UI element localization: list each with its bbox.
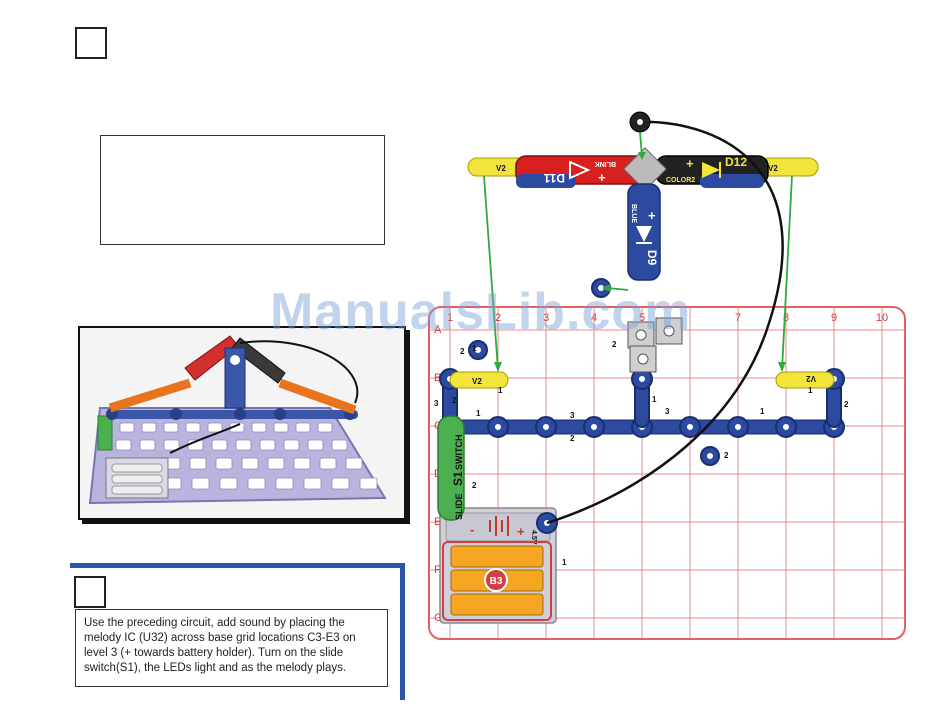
svg-text:V2: V2 [768, 164, 778, 173]
svg-text:V2: V2 [472, 377, 482, 386]
col-label-9: 9 [831, 312, 837, 324]
led-d9: D9 BLUE + [627, 183, 661, 281]
col-label-10: 10 [876, 312, 888, 324]
project-title-box [100, 135, 385, 245]
d9-plus: + [648, 208, 656, 223]
circuit-photo [78, 326, 406, 520]
watermark: ManualsLib.com [270, 283, 692, 341]
subproject-number-box [74, 576, 106, 608]
row-label-E: E [434, 516, 441, 528]
svg-text:2: 2 [452, 396, 457, 405]
svg-text:1: 1 [562, 558, 567, 567]
svg-text:V2: V2 [806, 374, 816, 383]
svg-text:V2: V2 [496, 164, 506, 173]
d12-color-label: COLOR2 [666, 177, 695, 184]
svg-text:1: 1 [652, 395, 657, 404]
col-label-1: 1 [447, 312, 453, 324]
s1-switch-label: SWITCH [454, 435, 464, 471]
level-num: 2 [460, 347, 465, 356]
d11-blink-label: BLINK [595, 160, 616, 167]
svg-text:1: 1 [808, 386, 813, 395]
col-label-2: 2 [495, 312, 501, 324]
svg-text:2: 2 [570, 434, 575, 443]
row-label-G: G [434, 612, 443, 624]
jumper-wire [546, 120, 784, 525]
svg-text:1: 1 [760, 407, 765, 416]
s1-slide-label: SLIDE [454, 493, 464, 520]
d12-plus: + [686, 156, 694, 171]
svg-text:2: 2 [844, 400, 849, 409]
led-d11: D11 BLINK + [515, 155, 647, 188]
battery-minus-label: - [470, 522, 474, 537]
d12-label: D12 [725, 155, 747, 169]
section-bracket-vertical [400, 563, 405, 700]
svg-text:1: 1 [476, 409, 481, 418]
col-label-3: 3 [543, 312, 549, 324]
d9-label: D9 [645, 250, 659, 266]
section-bracket [70, 563, 404, 568]
svg-text:1: 1 [498, 386, 503, 395]
battery-holder-b3: - + 4.5V B3 [439, 507, 557, 624]
row-label-B: B [434, 372, 441, 384]
battery-plus-label: + [517, 524, 525, 539]
svg-text:3: 3 [570, 411, 575, 420]
svg-text:2: 2 [472, 481, 477, 490]
col-label-7: 7 [735, 312, 741, 324]
svg-text:1: 1 [472, 344, 477, 353]
col-label-5: 5 [639, 312, 645, 324]
svg-text:2: 2 [612, 340, 617, 349]
d11-label: D11 [543, 171, 565, 185]
project-number-box [75, 27, 107, 59]
svg-text:3: 3 [434, 399, 439, 408]
v2-right-grid: V2 [775, 371, 835, 389]
subproject-description: Use the preceding circuit, add sound by … [75, 609, 388, 687]
svg-text:3: 3 [665, 407, 670, 416]
col-label-4: 4 [591, 312, 597, 324]
battery-b3-label: B3 [490, 576, 503, 587]
s1-label: S1 [451, 471, 465, 486]
col-label-8: 8 [783, 312, 789, 324]
d9-blue-label: BLUE [630, 204, 637, 223]
v2-left-grid: V2 [449, 371, 509, 389]
battery-voltage: 4.5V [530, 530, 537, 545]
row-label-A: A [434, 324, 442, 336]
row-label-F: F [434, 564, 441, 576]
d11-plus: + [598, 170, 606, 185]
slide-switch-s1: SLIDE S1 SWITCH [437, 415, 465, 521]
svg-text:2: 2 [724, 451, 729, 460]
circuit-diagram: 1 2 3 4 5 7 8 9 10 A B C D E F G - + 4.5… [428, 111, 906, 640]
v2-right-top: V2 [759, 157, 819, 177]
